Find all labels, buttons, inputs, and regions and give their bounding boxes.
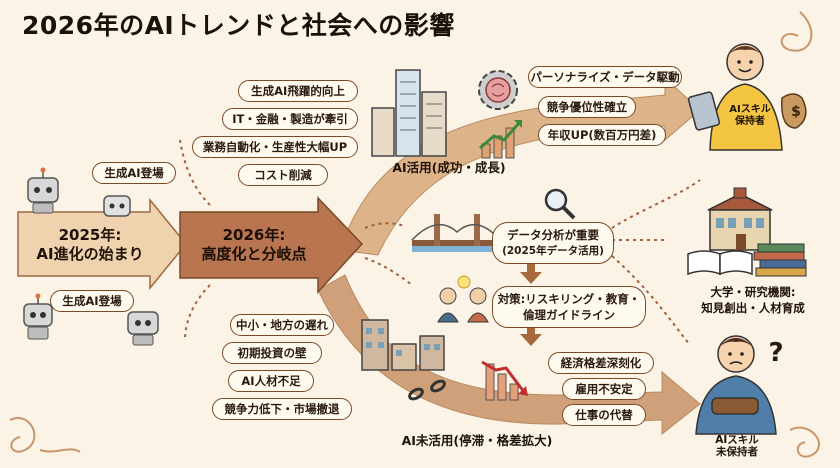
year-2026-label: 2026年: 高度化と分岐点	[186, 226, 322, 264]
unskilled-line2: 未保持者	[716, 446, 758, 458]
arrow-2025-shape	[17, 197, 187, 291]
driver-item: 業務自動化・生産性大幅UP	[192, 136, 358, 158]
book-stack-icon	[753, 243, 807, 277]
open-book-icon	[687, 250, 753, 276]
bridge-icon	[411, 214, 501, 252]
unskilled-line1: AIスキル	[715, 434, 759, 446]
skilled-line2: 保持者	[735, 116, 765, 127]
center-arrows	[520, 258, 542, 346]
town-buildings-icon	[361, 319, 445, 371]
skilled-line1: AIスキル	[729, 104, 771, 115]
driver-item: 生成AI飛躍的向上	[238, 80, 358, 102]
year-2025-label: 2025年: AI進化の始まり	[26, 226, 154, 264]
success-path-label: AI活用(成功・成長)	[392, 160, 506, 175]
data-analysis-line2: (2025年データ活用)	[502, 245, 604, 257]
driver-item: IT・金融・製造が牽引	[222, 108, 358, 130]
robot-icon	[127, 311, 159, 346]
year-2025-line2: AI進化の始まり	[36, 245, 144, 263]
swirl-top-right	[780, 11, 813, 52]
money-symbol: $	[791, 104, 801, 120]
robot-icon	[23, 293, 53, 340]
failure-effect-item: 経済格差深刻化	[548, 352, 654, 374]
data-analysis-line1: データ分析が重要	[507, 228, 599, 242]
skilled-person-icon	[687, 43, 807, 151]
data-analysis-box: データ分析が重要 (2025年データ活用)	[492, 222, 614, 264]
university-line1: 大学・研究機関:	[710, 285, 796, 299]
year-2026-line1: 2026年:	[222, 226, 286, 244]
brain-gear-icon	[478, 70, 518, 110]
swirl-bottom-left	[9, 417, 81, 453]
university-line2: 知見創出・人材育成	[701, 301, 805, 315]
growth-chart-icon	[479, 120, 522, 159]
skilled-person-label: AIスキル 保持者	[722, 104, 778, 128]
success-effect-item: 競争優位性確立	[538, 96, 636, 118]
failure-path-label: AI未活用(停滞・格差拡大)	[401, 433, 553, 448]
university-icon	[707, 187, 773, 251]
barrier-item: 中小・地方の遅れ	[230, 314, 334, 336]
page-title: 2026年のAIトレンドと社会への影響	[22, 11, 455, 40]
barrier-item: 初期投資の壁	[222, 342, 322, 364]
university-label: 大学・研究機関: 知見創出・人材育成	[688, 284, 818, 316]
policy-line2: 倫理ガイドライン	[523, 308, 615, 322]
success-effect-item: パーソナライズ・データ駆動	[528, 66, 682, 88]
unskilled-person-label: AIスキル 未保持者	[702, 434, 772, 458]
unskilled-person-icon	[695, 335, 777, 435]
dotted-connectors	[179, 139, 701, 346]
swirl-bottom-right	[789, 426, 820, 458]
arrow-2026-shape	[179, 196, 364, 294]
city-skyline-icon	[371, 69, 447, 157]
year-2026-line2: 高度化と分岐点	[201, 245, 307, 263]
failure-effect-item: 雇用不安定	[562, 378, 646, 400]
barrier-item: AI人材不足	[228, 370, 314, 392]
failure-effect-item: 仕事の代替	[562, 404, 646, 426]
success-effect-item: 年収UP(数百万円差)	[538, 124, 666, 146]
year-2025-line1: 2025年:	[58, 226, 122, 244]
broken-chain-icon	[408, 379, 446, 401]
people-idea-icon	[437, 275, 489, 323]
arrow-success-path	[339, 76, 701, 256]
robot-badge-bottom: 生成AI登場	[50, 290, 134, 312]
robot-icon	[103, 195, 131, 217]
question-mark-icon: ?	[768, 338, 784, 368]
driver-item: コスト削減	[238, 164, 328, 186]
policy-box: 対策:リスキリング・教育・ 倫理ガイドライン	[492, 286, 646, 328]
robot-badge-top: 生成AI登場	[92, 162, 176, 184]
decline-chart-icon	[481, 360, 528, 401]
policy-line1: 対策:リスキリング・教育・	[497, 292, 641, 306]
barrier-item: 競争力低下・市場撤退	[212, 398, 352, 420]
robot-icon	[27, 167, 59, 214]
magnifier-icon	[544, 188, 576, 220]
